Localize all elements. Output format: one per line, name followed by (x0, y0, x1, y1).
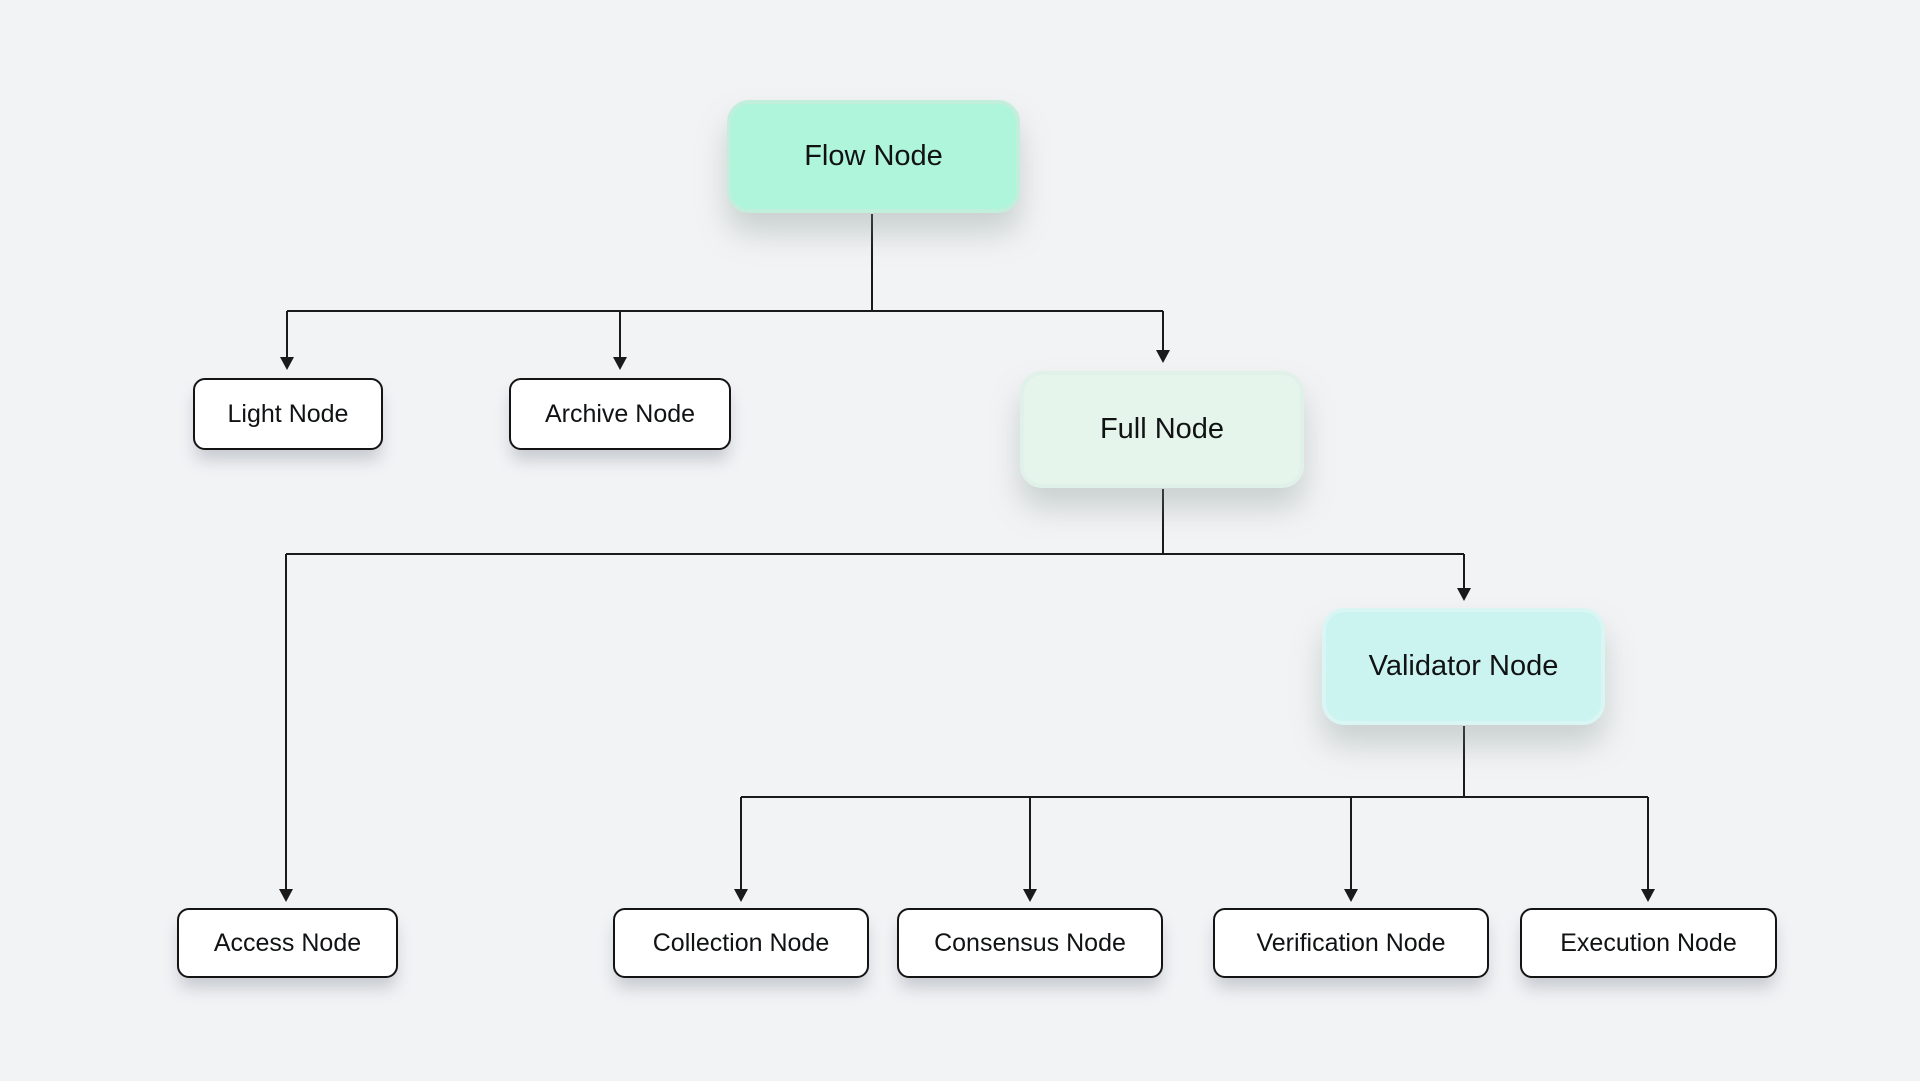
edge-flow-to-light-arrowhead (280, 357, 294, 370)
node-execution-label: Execution Node (1560, 928, 1737, 957)
node-archive: Archive Node (509, 378, 731, 450)
edge-validator-to-consensus-arrowhead (1023, 889, 1037, 902)
node-access-label: Access Node (213, 928, 362, 957)
node-validator: Validator Node (1322, 608, 1605, 725)
node-light-label: Light Node (227, 399, 349, 428)
node-flow: Flow Node (727, 100, 1020, 213)
edge-flow-to-archive-arrowhead (613, 357, 627, 370)
node-verification: Verification Node (1213, 908, 1489, 978)
node-flow-label: Flow Node (804, 140, 943, 172)
node-collection: Collection Node (613, 908, 869, 978)
edge-full-to-validator-arrowhead (1457, 588, 1471, 601)
node-consensus-label: Consensus Node (934, 928, 1126, 957)
node-consensus: Consensus Node (897, 908, 1163, 978)
edge-flow-to-full-arrowhead (1156, 350, 1170, 363)
node-execution: Execution Node (1520, 908, 1777, 978)
edge-validator-to-verification-arrowhead (1344, 889, 1358, 902)
node-validator-label: Validator Node (1368, 650, 1559, 682)
node-full-label: Full Node (1099, 413, 1225, 445)
node-access: Access Node (177, 908, 398, 978)
edge-validator-to-collection-arrowhead (734, 889, 748, 902)
node-full: Full Node (1020, 371, 1304, 488)
node-light: Light Node (193, 378, 383, 450)
node-archive-label: Archive Node (544, 399, 696, 428)
edge-validator-to-execution-arrowhead (1641, 889, 1655, 902)
edge-full-to-access-arrowhead (279, 889, 293, 902)
node-collection-label: Collection Node (652, 928, 830, 957)
node-verification-label: Verification Node (1256, 928, 1446, 957)
